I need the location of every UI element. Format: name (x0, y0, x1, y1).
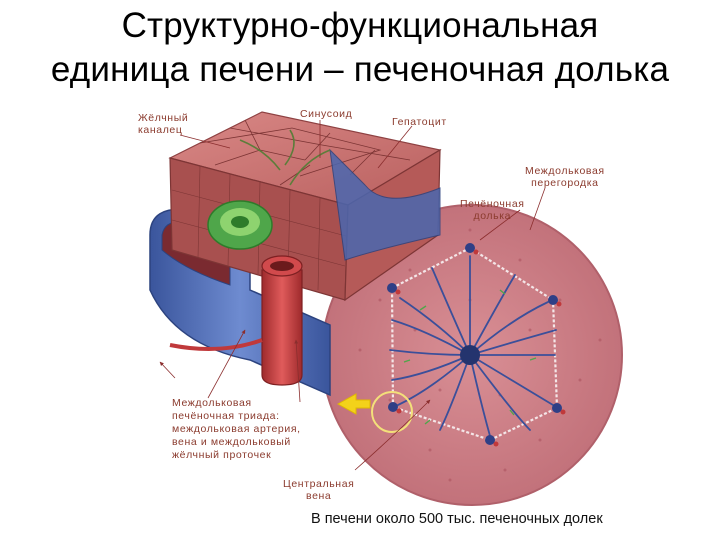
label-central-vein: Центральная вена (283, 478, 354, 502)
label-portal-triad: Междольковая печёночная триада: междольк… (172, 397, 301, 462)
label-bile-canaliculus: Жёлчный каналец (138, 112, 188, 136)
label-hepatic-lobule: Печёночная долька (460, 198, 525, 222)
caption-lobule-count: В печени около 500 тыс. печеночных долек (311, 511, 603, 527)
label-sinusoid: Синусоид (300, 108, 352, 120)
label-interlobular-septum: Междольковая перегородка (525, 165, 605, 189)
label-hepatocyte: Гепатоцит (392, 116, 447, 128)
bile-duct-ring (208, 201, 272, 249)
